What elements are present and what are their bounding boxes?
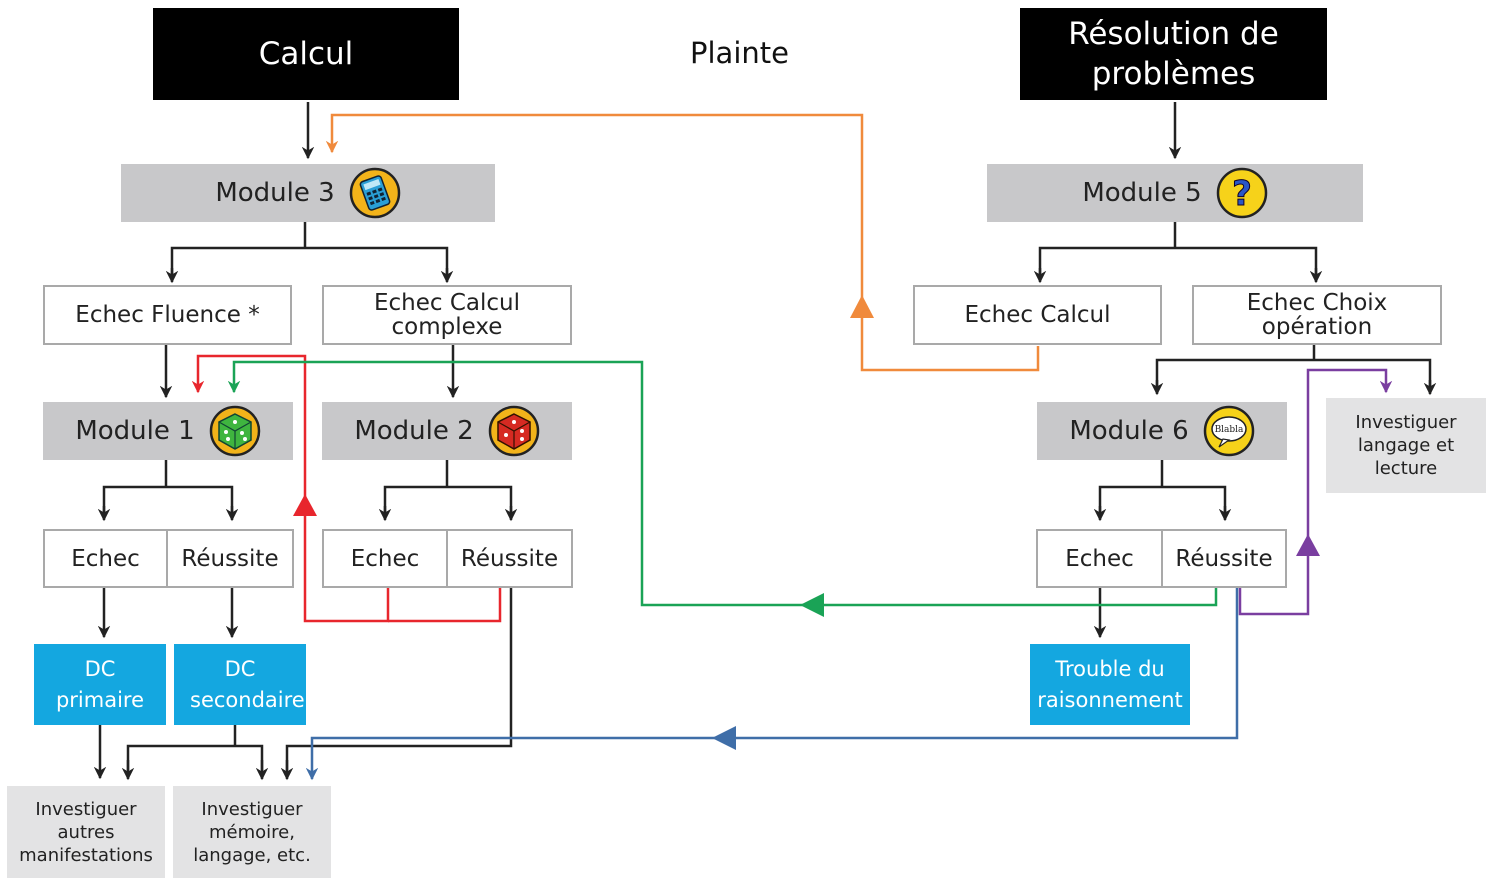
plainte-title: Plainte [690,36,789,70]
echec-calcul-box[interactable]: Echec Calcul [913,285,1162,345]
dc-secondaire-box[interactable]: DC secondaire [174,644,306,725]
black-arrows [93,102,1437,781]
echec-choix-operation-box[interactable]: Echec Choix opération [1192,285,1442,345]
choix-branch [1155,345,1432,392]
module-2-label: Module 2 [354,416,474,446]
dc-primaire-box[interactable]: DC primaire [34,644,166,725]
reussite2-to-memoire [285,588,513,770]
echec-calcul-label: Echec Calcul [964,302,1111,328]
dc-secondaire-label: DC secondaire [190,656,305,712]
trouble-raisonnement-box[interactable]: Trouble du raisonnement [1030,644,1190,725]
module-6-box[interactable]: Module 6 Blabla [1037,402,1287,460]
green-arrow [227,360,1218,617]
m2-echec-label: Echec [350,545,420,572]
purple-arrow [1238,368,1393,616]
calcul-title: Calcul [258,36,354,72]
resolution-title: Résolution de problèmes [1068,16,1279,92]
echec-calcul-complexe-label: Echec Calcul complexe [373,290,521,340]
m2-reussite-label: Réussite [460,545,559,572]
investiguer-autres-box[interactable]: Investiguer autres manifestations [7,786,165,878]
m6-echec-box[interactable]: Echec [1036,529,1163,588]
m6-reussite-label: Réussite [1175,545,1273,572]
red-dice-icon [488,405,539,457]
blue-arrow [305,588,1239,781]
m2-echec-box[interactable]: Echec [322,529,448,588]
module-1-label: Module 1 [75,416,195,446]
question-mark-icon: ? [1216,167,1267,219]
investiguer-memoire-box[interactable]: Investiguer mémoire, langage, etc. [173,786,331,878]
m2-branch [383,460,513,516]
m1-branch [102,460,234,516]
m5-branch [1038,222,1318,280]
dcsecondaire-merge [126,725,264,770]
m6-reussite-box[interactable]: Réussite [1161,529,1287,588]
echec-fluence-label: Echec Fluence * [75,302,260,328]
m3-branch [170,222,449,280]
module-6-label: Module 6 [1069,416,1189,446]
green-dice-icon [209,405,260,457]
orange-arrow [325,113,1040,372]
m1-echec-label: Echec [71,545,140,572]
red-arrow [191,354,502,623]
module-1-box[interactable]: Module 1 [43,402,293,460]
echec-calcul-complexe-box[interactable]: Echec Calcul complexe [322,285,572,345]
investiguer-langage-lecture-label: Investiguer langage et lecture [1355,412,1457,479]
m1-reussite-box[interactable]: Réussite [166,529,294,588]
m6-echec-label: Echec [1065,545,1134,572]
calcul-box: Calcul [153,8,459,100]
trouble-raisonnement-label: Trouble du raisonnement [1037,656,1183,712]
investiguer-autres-label: Investiguer autres manifestations [19,798,153,866]
m2-reussite-box[interactable]: Réussite [446,529,573,588]
m1-echec-box[interactable]: Echec [43,529,168,588]
calculator-icon [349,167,400,219]
module-5-box[interactable]: Module 5 ? [987,164,1363,222]
dc-primaire-label: DC primaire [55,656,145,712]
investiguer-memoire-label: Investiguer mémoire, langage, etc. [193,798,311,866]
bubble-text: Blabla [1214,425,1243,435]
resolution-box: Résolution de problèmes [1020,8,1327,100]
module-2-box[interactable]: Module 2 [322,402,572,460]
m6-branch [1098,460,1227,516]
m1-reussite-label: Réussite [181,545,279,572]
svg-text:?: ? [1232,174,1252,214]
echec-choix-operation-label: Echec Choix opération [1246,290,1388,340]
module-3-label: Module 3 [215,178,335,208]
echec-fluence-box[interactable]: Echec Fluence * [43,285,292,345]
speech-bubble-icon: Blabla [1203,405,1254,457]
module-5-label: Module 5 [1082,178,1202,208]
module-3-box[interactable]: Module 3 [121,164,495,222]
investiguer-langage-lecture-box[interactable]: Investiguer langage et lecture [1326,398,1486,493]
